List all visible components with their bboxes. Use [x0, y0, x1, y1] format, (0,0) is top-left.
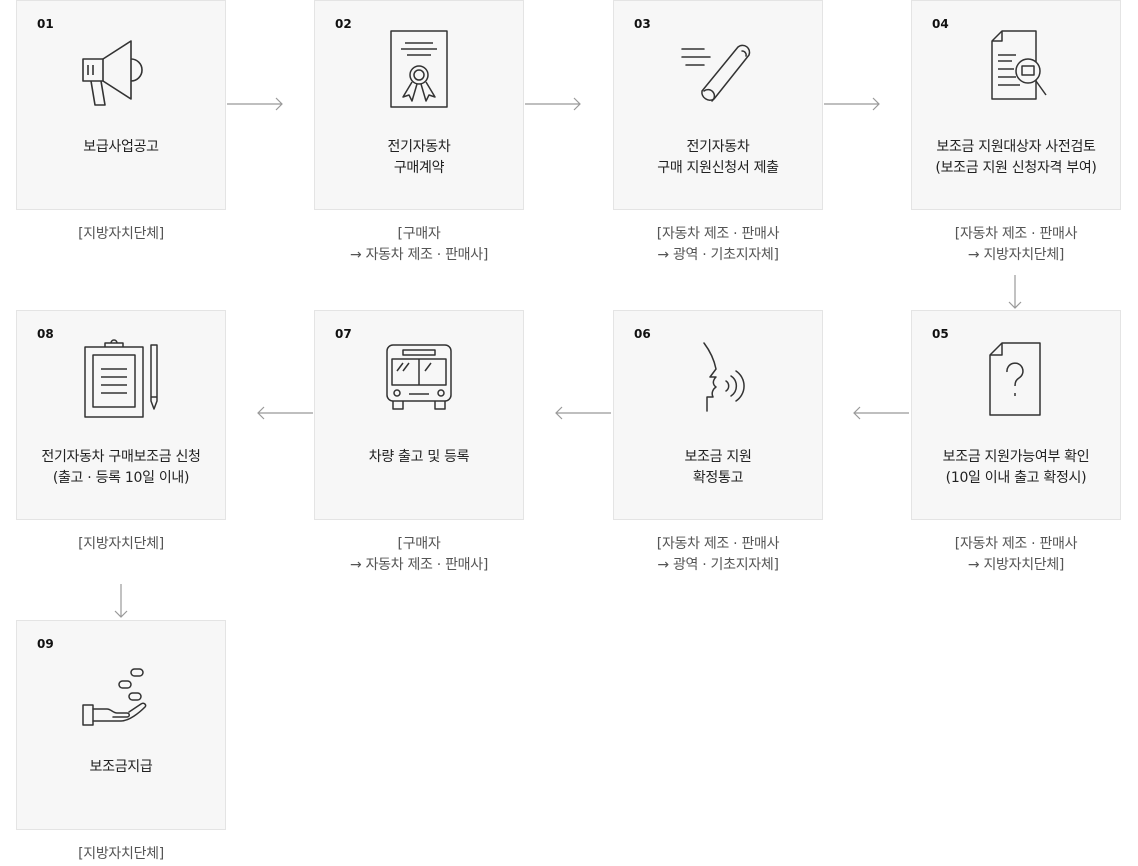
step-06: 06 보조금 지원 확정통고 [자동차 제조 · 판매사 → 광역 · 기초지자… — [613, 310, 823, 576]
step-actor: [지방자치단체] — [78, 226, 164, 242]
step-title: 보급사업공고 — [83, 139, 159, 155]
arrow-right — [524, 94, 582, 114]
step-05: 05 보조금 지원가능여부 확인 (10일 이내 출고 확정시) [자동차 제조… — [911, 310, 1121, 576]
step-box: 01 보급사업공고 — [16, 0, 226, 210]
document-question-icon — [966, 339, 1066, 419]
step-actor: [지방자치단체] — [78, 846, 164, 862]
step-number: 04 — [932, 17, 949, 31]
step-title: 보조금지급 — [89, 759, 153, 775]
step-title: 전기자동차 구매 지원신청서 제출 — [657, 139, 779, 176]
step-actor: [자동차 제조 · 판매사 → 지방자치단체] — [954, 226, 1078, 263]
step-number: 02 — [335, 17, 352, 31]
step-box: 02 전기자동차 구매계약 — [314, 0, 524, 210]
bus-icon — [369, 339, 469, 419]
arrow-down — [111, 583, 131, 619]
arrow-down — [1005, 274, 1025, 310]
step-number: 03 — [634, 17, 651, 31]
step-box: 05 보조금 지원가능여부 확인 (10일 이내 출고 확정시) — [911, 310, 1121, 520]
step-08: 08 전기자동차 구매보조금 신청 (출고 · 등록 10일 이내) [지방자치… — [16, 310, 226, 555]
step-number: 05 — [932, 327, 949, 341]
step-actor: [구매자 → 자동차 제조 · 판매사] — [350, 536, 488, 573]
step-title: 보조금 지원대상자 사전검토 (보조금 지원 신청자격 부여) — [935, 139, 1097, 176]
step-number: 01 — [37, 17, 54, 31]
speaking-face-icon — [668, 339, 768, 419]
clipboard-pencil-icon — [71, 339, 171, 419]
hand-coins-icon — [71, 649, 171, 729]
arrow-right — [823, 94, 881, 114]
step-01: 01 보급사업공고 [지방자치단체] — [16, 0, 226, 245]
step-title: 차량 출고 및 등록 — [368, 449, 470, 465]
step-number: 08 — [37, 327, 54, 341]
step-box: 09 보조금지급 — [16, 620, 226, 830]
step-actor: [자동차 제조 · 판매사 → 광역 · 기초지자체] — [656, 226, 780, 263]
step-actor: [지방자치단체] — [78, 536, 164, 552]
megaphone-icon — [71, 29, 171, 109]
step-box: 04 보조금 지원대상자 사전검토 (보조금 지원 신청자격 부여) — [911, 0, 1121, 210]
arrow-left — [554, 403, 612, 423]
step-title: 보조금 지원 확정통고 — [684, 449, 752, 486]
step-box: 03 전기자동차 구매 지원신청서 제출 — [613, 0, 823, 210]
step-box: 07 차량 출고 및 등록 — [314, 310, 524, 520]
step-07: 07 차량 출고 및 등록 [구매자 → 자동차 제조 · 판매사] — [314, 310, 524, 576]
step-02: 02 전기자동차 구매계약 [구매자 → 자동차 제조 · 판매사] — [314, 0, 524, 266]
arrow-left — [256, 403, 314, 423]
step-actor: [구매자 → 자동차 제조 · 판매사] — [350, 226, 488, 263]
step-title: 전기자동차 구매보조금 신청 (출고 · 등록 10일 이내) — [41, 449, 201, 486]
step-box: 06 보조금 지원 확정통고 — [613, 310, 823, 520]
step-09: 09 보조금지급 [지방자치단체] — [16, 620, 226, 865]
step-04: 04 보조금 지원대상자 사전검토 (보조금 지원 신청자격 부여) [자동차 … — [911, 0, 1121, 266]
arrow-left — [852, 403, 910, 423]
step-title: 전기자동차 구매계약 — [387, 139, 451, 176]
step-number: 06 — [634, 327, 651, 341]
arrow-right — [226, 94, 284, 114]
step-03: 03 전기자동차 구매 지원신청서 제출 [자동차 제조 · 판매사 → 광역 … — [613, 0, 823, 266]
step-box: 08 전기자동차 구매보조금 신청 (출고 · 등록 10일 이내) — [16, 310, 226, 520]
step-actor: [자동차 제조 · 판매사 → 지방자치단체] — [954, 536, 1078, 573]
step-number: 07 — [335, 327, 352, 341]
scroll-icon — [668, 29, 768, 109]
certificate-icon — [369, 29, 469, 109]
step-actor: [자동차 제조 · 판매사 → 광역 · 기초지자체] — [656, 536, 780, 573]
step-title: 보조금 지원가능여부 확인 (10일 이내 출고 확정시) — [942, 449, 1090, 486]
document-search-icon — [966, 29, 1066, 109]
step-number: 09 — [37, 637, 54, 651]
